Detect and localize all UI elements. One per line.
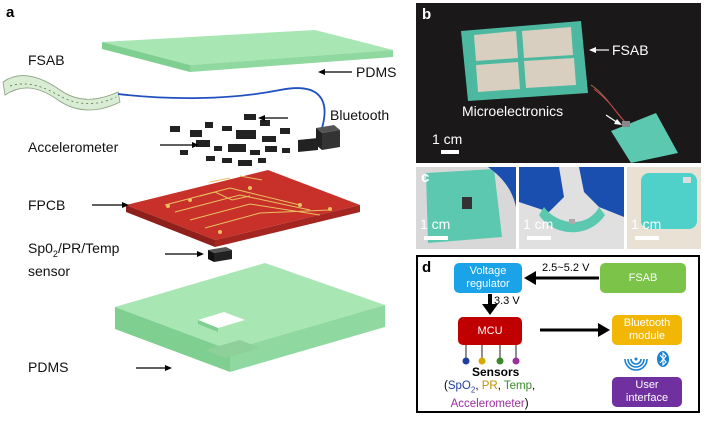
panel-c1-scale-text: 1 cm — [420, 216, 451, 232]
fsab-box: FSAB — [600, 263, 686, 293]
panel-b-illustration — [461, 21, 678, 163]
label-sensor-sub: 2 — [52, 248, 58, 259]
sensors-comma1: , — [475, 380, 482, 392]
voltage-33-label: 3.3 V — [494, 295, 520, 307]
panel-d-frame: d Voltage regulator FSAB 2.5~5.2 V MCU 3… — [416, 255, 700, 413]
label-sensor-line2: sensor — [28, 262, 71, 279]
range-label: 2.5~5.2 V — [542, 262, 590, 274]
label-bluetooth: Bluetooth — [330, 107, 390, 123]
blue-wire — [117, 87, 326, 129]
sensor-spo2-sub: 2 — [470, 385, 476, 395]
label-sensor-part1: Sp0 — [28, 240, 53, 256]
voltage-regulator-box: Voltage regulator — [454, 263, 522, 293]
label-accelerometer: Accelerometer — [28, 139, 119, 155]
panel-b-fsab-label: FSAB — [612, 42, 649, 58]
voltage-regulator-label: Voltage regulator — [466, 265, 510, 290]
sensors-title: Sensors — [472, 365, 520, 379]
bluetooth-module-label: Bluetooth module — [623, 317, 671, 342]
flexible-strip — [2, 75, 121, 111]
label-fsab: FSAB — [28, 52, 65, 68]
panel-b-scale-bar — [441, 150, 459, 154]
panel-c2-scale-text: 1 cm — [523, 216, 554, 232]
panel-c3-scale-bar — [635, 236, 659, 240]
mcu-label: MCU — [477, 324, 503, 337]
sensors-list: (SpO2, PR, Temp, Accelerometer) — [444, 379, 535, 411]
fpcb-board — [126, 170, 360, 247]
sensors-comma2: , — [497, 380, 504, 392]
photo-panel-c1: c 1 cm — [416, 167, 516, 249]
panel-b-scale-text: 1 cm — [432, 131, 463, 147]
panel-c1-illustration — [416, 167, 516, 249]
fsab-box-label: FSAB — [628, 271, 658, 284]
sensor-dot-temp — [496, 357, 504, 365]
panel-a-letter: a — [6, 4, 15, 21]
panel-a-arrows — [92, 69, 352, 371]
component-chips — [170, 114, 290, 166]
bluetooth-module-box: Bluetooth module — [612, 315, 682, 345]
panel-d-letter: d — [422, 259, 432, 276]
bluetooth-icon — [657, 351, 669, 367]
sensor-pr: PR — [481, 380, 498, 392]
bluetooth-chip — [316, 125, 340, 150]
panel-c3-illustration — [627, 167, 701, 249]
exploded-view-illustration — [2, 30, 393, 372]
panel-c2-illustration — [519, 167, 624, 249]
panel-c-letter: c — [421, 169, 430, 186]
user-interface-box: User interface — [612, 377, 682, 407]
sensors-close: ) — [524, 398, 529, 411]
panel-c1-scale-bar — [424, 236, 448, 240]
sensor-temp: Temp — [503, 380, 532, 392]
sensor-dot-pr — [478, 357, 486, 365]
label-sensor-part2: /PR/Temp — [57, 240, 120, 256]
photo-panel-c2: 1 cm — [519, 167, 624, 249]
sensors-open: ( — [444, 380, 448, 392]
photo-panel-b: b FSAB Microelectronics 1 cm — [416, 3, 701, 163]
sensor-accelerometer: Accelerometer — [450, 398, 525, 411]
sensor-dot-accelerometer — [512, 357, 520, 365]
sensor-dot-spo2 — [462, 357, 470, 365]
label-fpcb: FPCB — [28, 197, 66, 213]
panel-b-letter: b — [422, 6, 432, 23]
panel-d-connectors — [462, 271, 669, 371]
panel-c3-scale-text: 1 cm — [631, 216, 662, 232]
mcu-box: MCU — [458, 317, 522, 345]
pdms-bottom-layer — [115, 263, 385, 372]
panel-b-microelectronics-label: Microelectronics — [462, 103, 564, 119]
pdms-top-layer — [102, 30, 393, 72]
user-interface-label: User interface — [625, 379, 669, 404]
fsab-pads — [474, 27, 576, 92]
wireless-icon — [624, 357, 648, 371]
label-sensor: Sp02/PR/Temp sensor — [28, 240, 119, 280]
sensor-chip — [208, 247, 232, 262]
label-pdms-bottom: PDMS — [28, 359, 69, 375]
label-pdms-top: PDMS — [356, 64, 397, 80]
sensor-spo2: SpO — [447, 380, 471, 392]
sensors-comma3: , — [532, 380, 536, 392]
panel-c2-scale-bar — [527, 236, 551, 240]
photo-panel-c3: 1 cm — [627, 167, 701, 249]
